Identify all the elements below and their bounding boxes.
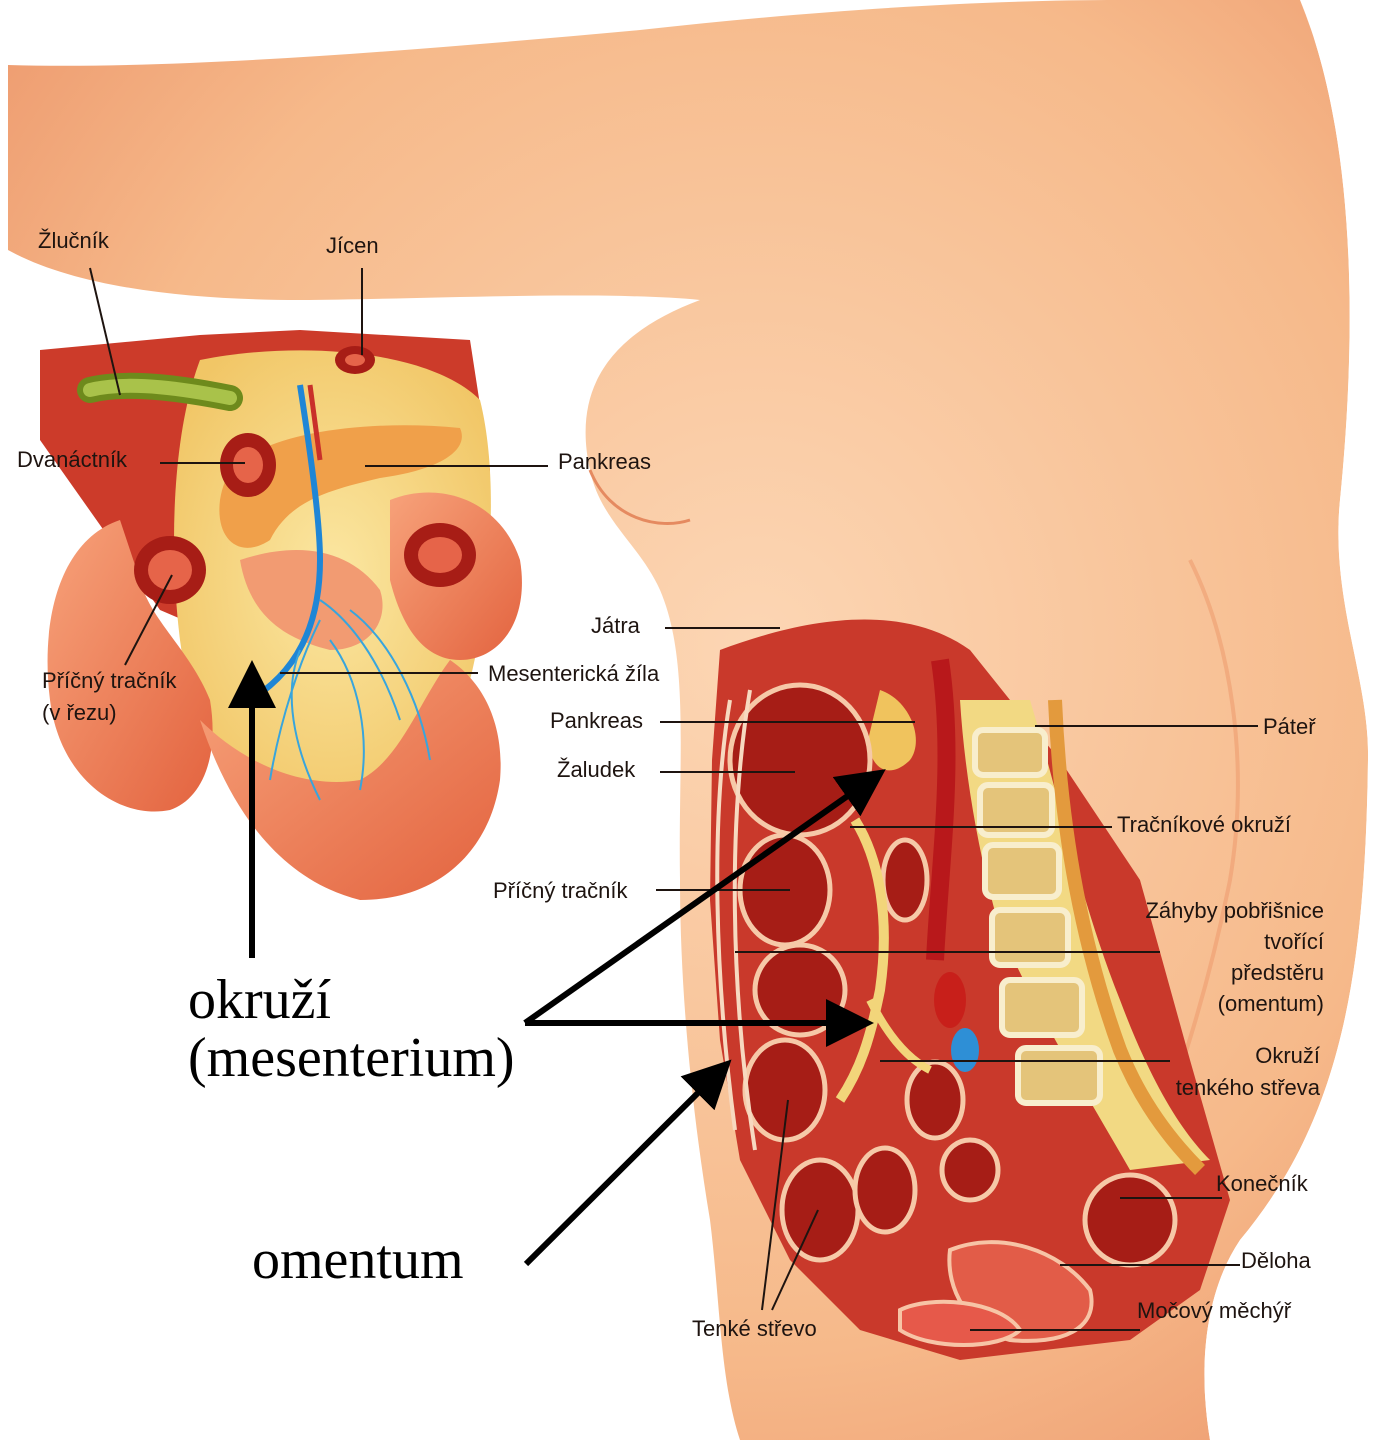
label-tenke-strevo: Tenké střevo (692, 1316, 817, 1341)
annotation-omentum: omentum (252, 1232, 464, 1289)
annotation-mesenterium: (mesenterium) (188, 1030, 515, 1087)
label-okruzi-tenkeho-1: Okruží (1100, 1043, 1320, 1068)
label-pankreas: Pankreas (550, 708, 643, 733)
label-pankreas-top: Pankreas (558, 449, 651, 474)
annotation-okruzi: okruží (188, 972, 331, 1029)
label-dvanactnik: Dvanáctník (17, 447, 127, 472)
label-pricny-tracnik-rez-2: (v řezu) (42, 700, 117, 725)
intestine-illustration (40, 330, 522, 900)
label-mocovy-mechyr: Močový měchýř (1137, 1298, 1291, 1323)
label-jicen: Jícen (326, 233, 379, 258)
label-tracnikove-okruzi: Tračníkové okruží (1117, 812, 1291, 837)
label-zlucnik: Žlučník (38, 228, 109, 253)
label-zahyby-2: tvořící (1100, 929, 1324, 954)
label-mesentericka-zila: Mesenterická žíla (488, 661, 659, 686)
label-zahyby-1: Záhyby pobřišnice (1100, 898, 1324, 923)
label-zahyby-3: předstěru (1100, 960, 1324, 985)
label-zaludek: Žaludek (557, 757, 635, 782)
label-jatra: Játra (591, 613, 640, 638)
label-deloha: Děloha (1241, 1248, 1311, 1273)
label-pricny-tracnik: Příčný tračník (493, 878, 627, 903)
label-konecnik: Konečník (1216, 1171, 1308, 1196)
arrow-omentum (526, 1068, 723, 1264)
label-pater: Páteř (1263, 714, 1316, 739)
label-pricny-tracnik-rez-1: Příčný tračník (42, 668, 176, 693)
label-zahyby-4: (omentum) (1100, 991, 1324, 1016)
label-okruzi-tenkeho-2: tenkého střeva (1100, 1075, 1320, 1100)
